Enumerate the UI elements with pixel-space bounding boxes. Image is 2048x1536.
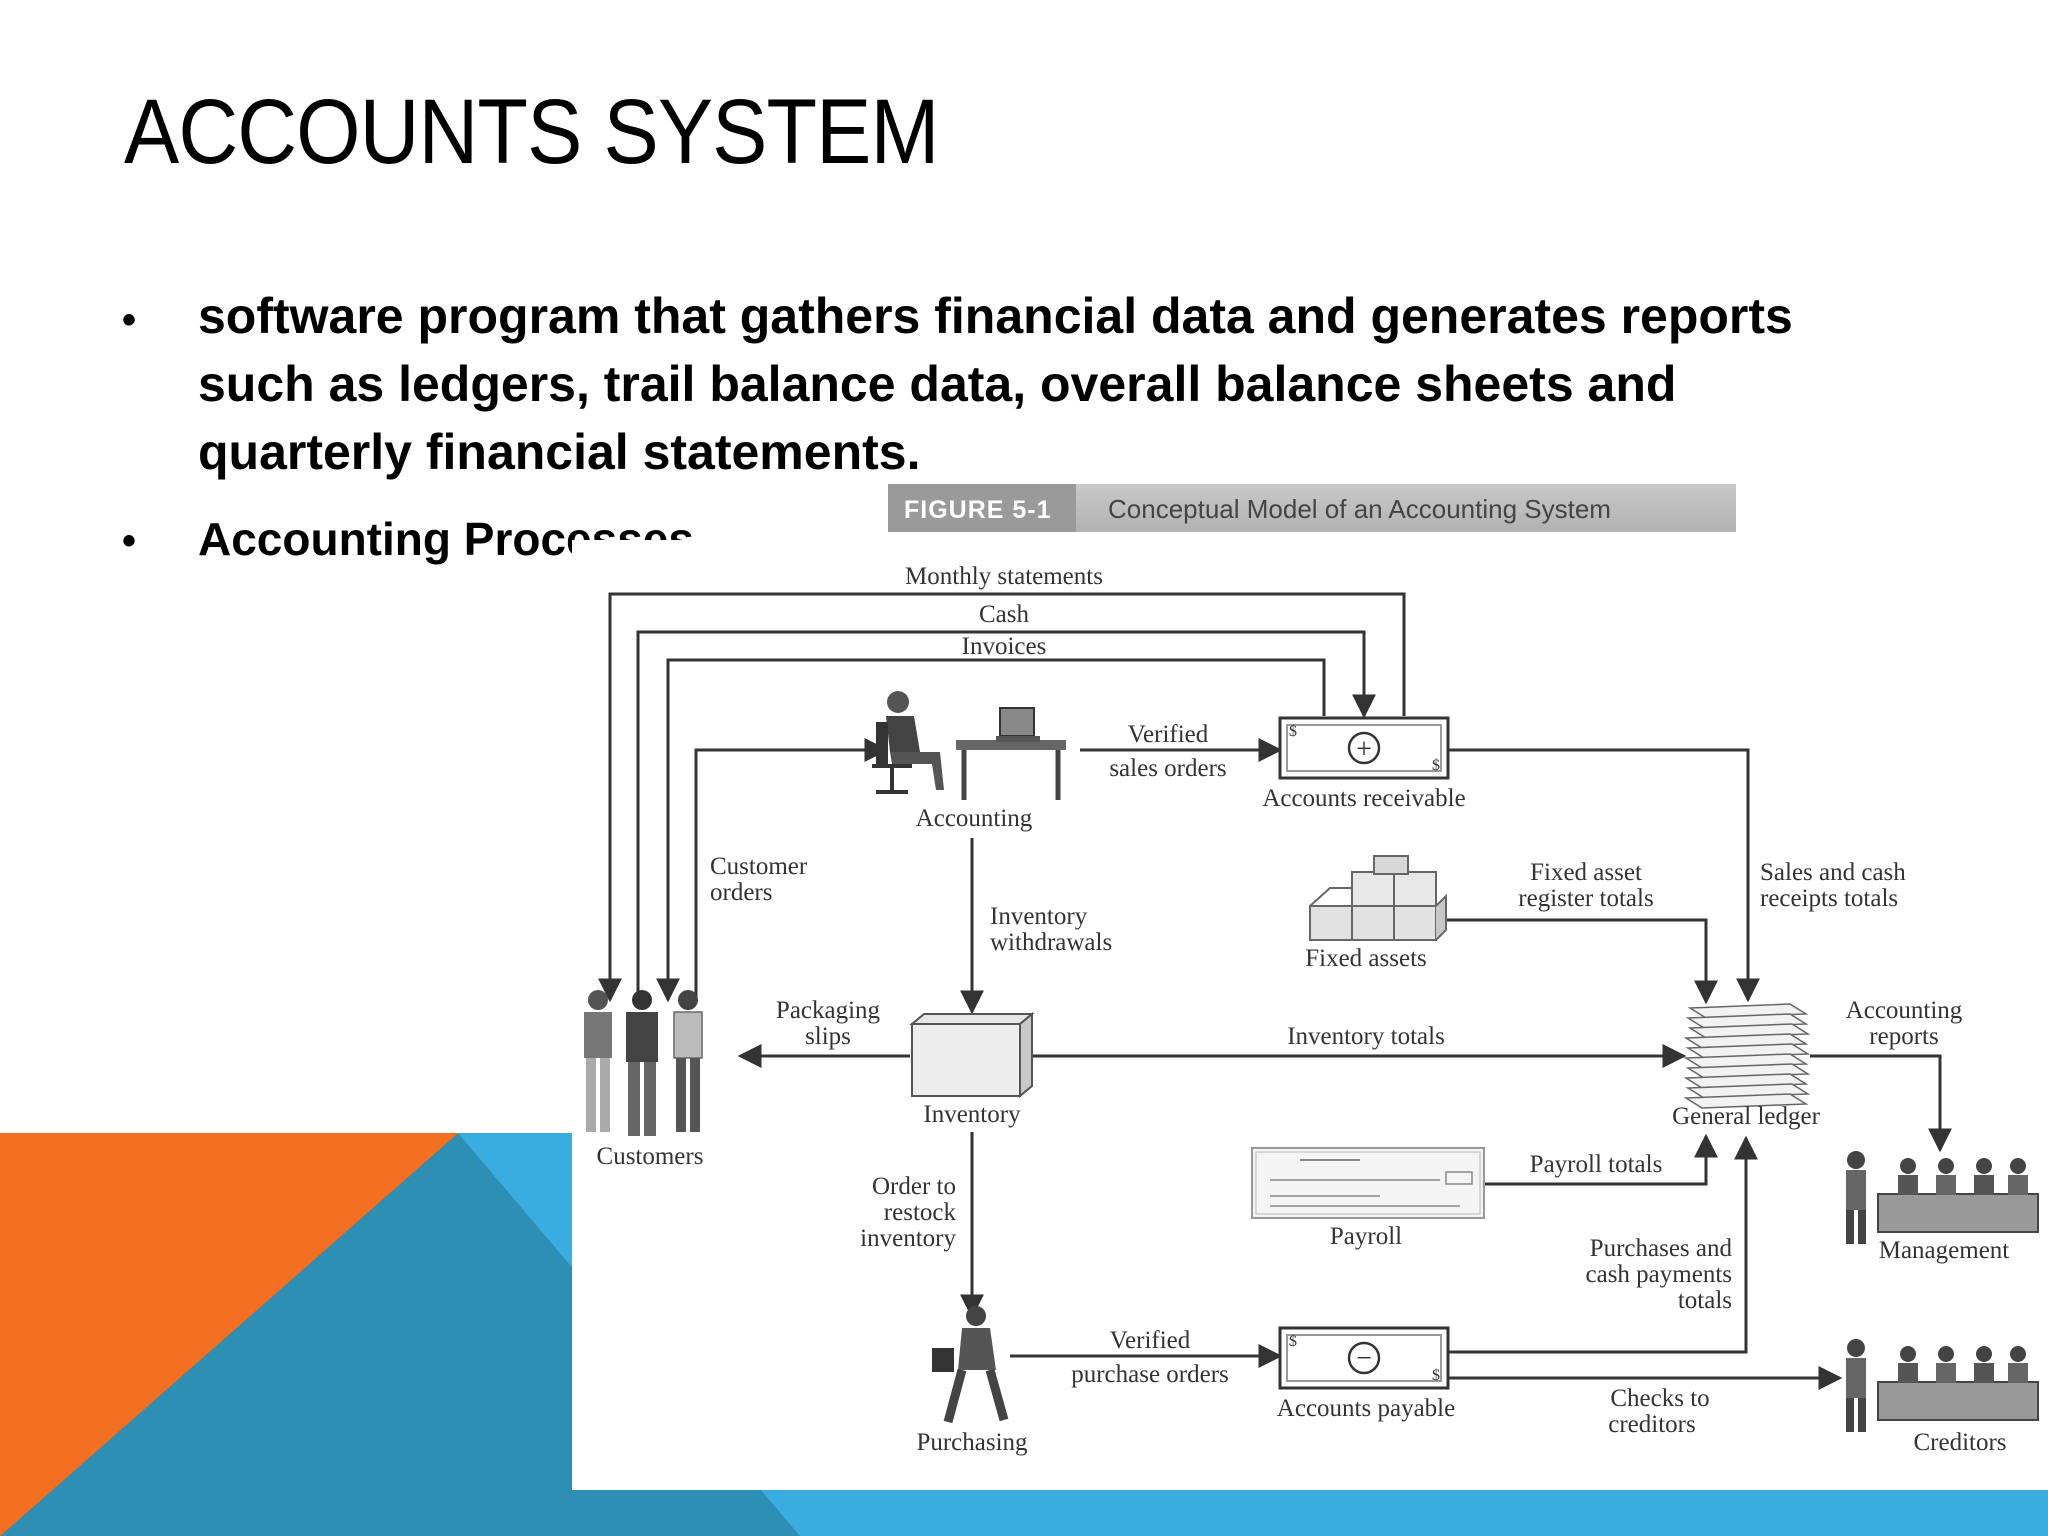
figure-tag-box bbox=[888, 484, 1076, 532]
node-label-inventory: Inventory bbox=[923, 1101, 1021, 1128]
flow-label-checks-creditors-1: Checks to bbox=[1610, 1385, 1709, 1412]
flow-cash-line bbox=[636, 630, 1376, 1000]
slide-title: ACCOUNTS SYSTEM bbox=[124, 81, 939, 183]
flow-label-purchases-totals-1: Purchases and bbox=[1590, 1235, 1733, 1262]
creditors-meeting-icon bbox=[1846, 1339, 2039, 1432]
flow-label-accounting-reports-1: Accounting bbox=[1846, 997, 1963, 1024]
flow-label-verified-purchase-1: Verified bbox=[1110, 1327, 1191, 1354]
accountant-desk-icon bbox=[872, 691, 1066, 800]
ledger-stack-icon bbox=[1683, 1003, 1811, 1109]
node-label-fixed-assets: Fixed assets bbox=[1305, 945, 1427, 972]
bullet-item-1: • software program that gathers financia… bbox=[122, 282, 1848, 486]
bullet-glyph: • bbox=[122, 298, 137, 342]
flow-label-packaging-slips-2: slips bbox=[805, 1023, 851, 1050]
payroll-check-icon bbox=[1251, 1147, 1485, 1219]
figure-tag: FIGURE 5-1 bbox=[904, 496, 1052, 524]
bullet-glyph: • bbox=[122, 519, 137, 563]
dollar-symbol: $ bbox=[1432, 757, 1440, 774]
flow-label-order-restock-3: inventory bbox=[860, 1225, 956, 1252]
flow-monthly-statements-line bbox=[598, 592, 1406, 1003]
purchasing-man-icon bbox=[932, 1306, 1009, 1424]
figure-caption: Conceptual Model of an Accounting System bbox=[1108, 494, 1611, 524]
minus-symbol: − bbox=[1356, 1343, 1372, 1374]
flow-label-inventory-totals: Inventory totals bbox=[1287, 1023, 1445, 1050]
node-label-general-ledger: General ledger bbox=[1672, 1103, 1821, 1130]
node-label-creditors: Creditors bbox=[1913, 1429, 2006, 1456]
flow-fixed-asset-line bbox=[1440, 918, 1718, 1005]
flow-label-fixed-asset-1: Fixed asset bbox=[1530, 859, 1642, 886]
flow-label-monthly-statements: Monthly statements bbox=[905, 563, 1103, 590]
node-label-payroll: Payroll bbox=[1330, 1223, 1402, 1250]
flow-purchases-totals-line bbox=[1448, 1135, 1758, 1354]
flow-label-verified-sales-2: sales orders bbox=[1109, 755, 1226, 782]
flow-label-inventory-withdrawals-1: Inventory bbox=[990, 903, 1088, 930]
dollar-symbol: $ bbox=[1289, 1333, 1297, 1350]
flow-label-payroll-totals: Payroll totals bbox=[1530, 1151, 1663, 1178]
node-label-accounts-receivable: Accounts receivable bbox=[1262, 785, 1465, 812]
orange-triangle-shape bbox=[0, 1133, 458, 1536]
accounts-receivable-node: + $ $ bbox=[1278, 716, 1450, 780]
flow-label-sales-cash-1: Sales and cash bbox=[1760, 859, 1906, 886]
flow-sales-cash-line bbox=[1448, 748, 1760, 1003]
flow-label-customer-orders-1: Customer bbox=[710, 853, 808, 880]
plus-symbol: + bbox=[1356, 734, 1372, 765]
flow-payroll-totals-line bbox=[1484, 1133, 1718, 1186]
node-label-accounts-payable: Accounts payable bbox=[1277, 1395, 1455, 1422]
flow-label-checks-creditors-2: creditors bbox=[1608, 1411, 1695, 1438]
flow-label-purchases-totals-2: cash payments bbox=[1586, 1261, 1732, 1288]
flow-label-sales-cash-2: receipts totals bbox=[1760, 885, 1898, 912]
flow-label-fixed-asset-2: register totals bbox=[1518, 885, 1653, 912]
customers-group-icon bbox=[584, 990, 703, 1136]
inventory-box-icon bbox=[909, 1011, 1035, 1099]
accounting-system-diagram: FIGURE 5-1 Conceptual Model of an Accoun… bbox=[572, 484, 2048, 1490]
bullet-text-1: software program that gathers financial … bbox=[198, 288, 1793, 480]
flow-label-order-restock-1: Order to bbox=[872, 1173, 956, 1200]
node-label-purchasing: Purchasing bbox=[916, 1429, 1028, 1456]
flow-label-verified-sales-1: Verified bbox=[1128, 721, 1209, 748]
flow-label-cash: Cash bbox=[979, 601, 1030, 628]
flow-customer-orders-line bbox=[694, 738, 889, 1000]
flow-label-accounting-reports-2: reports bbox=[1869, 1023, 1938, 1050]
node-label-management: Management bbox=[1879, 1237, 2010, 1264]
dollar-symbol: $ bbox=[1289, 723, 1297, 740]
flow-label-invoices: Invoices bbox=[962, 633, 1047, 660]
flow-accounting-reports-line bbox=[1810, 1054, 1952, 1153]
dollar-symbol: $ bbox=[1432, 1367, 1440, 1384]
flow-label-packaging-slips-1: Packaging bbox=[776, 997, 881, 1024]
node-label-customers: Customers bbox=[597, 1143, 704, 1170]
node-label-accounting: Accounting bbox=[916, 805, 1033, 832]
flow-label-inventory-withdrawals-2: withdrawals bbox=[990, 929, 1112, 956]
flow-label-verified-purchase-2: purchase orders bbox=[1071, 1361, 1229, 1388]
accounts-payable-node: − $ $ bbox=[1278, 1326, 1450, 1390]
management-meeting-icon bbox=[1846, 1151, 2039, 1244]
flow-invoices-line bbox=[666, 658, 1326, 1000]
fixed-assets-boxes-icon bbox=[1309, 855, 1447, 941]
flow-label-customer-orders-2: orders bbox=[710, 879, 772, 906]
flow-label-order-restock-2: restock bbox=[884, 1199, 957, 1226]
flow-label-purchases-totals-3: totals bbox=[1678, 1287, 1732, 1314]
